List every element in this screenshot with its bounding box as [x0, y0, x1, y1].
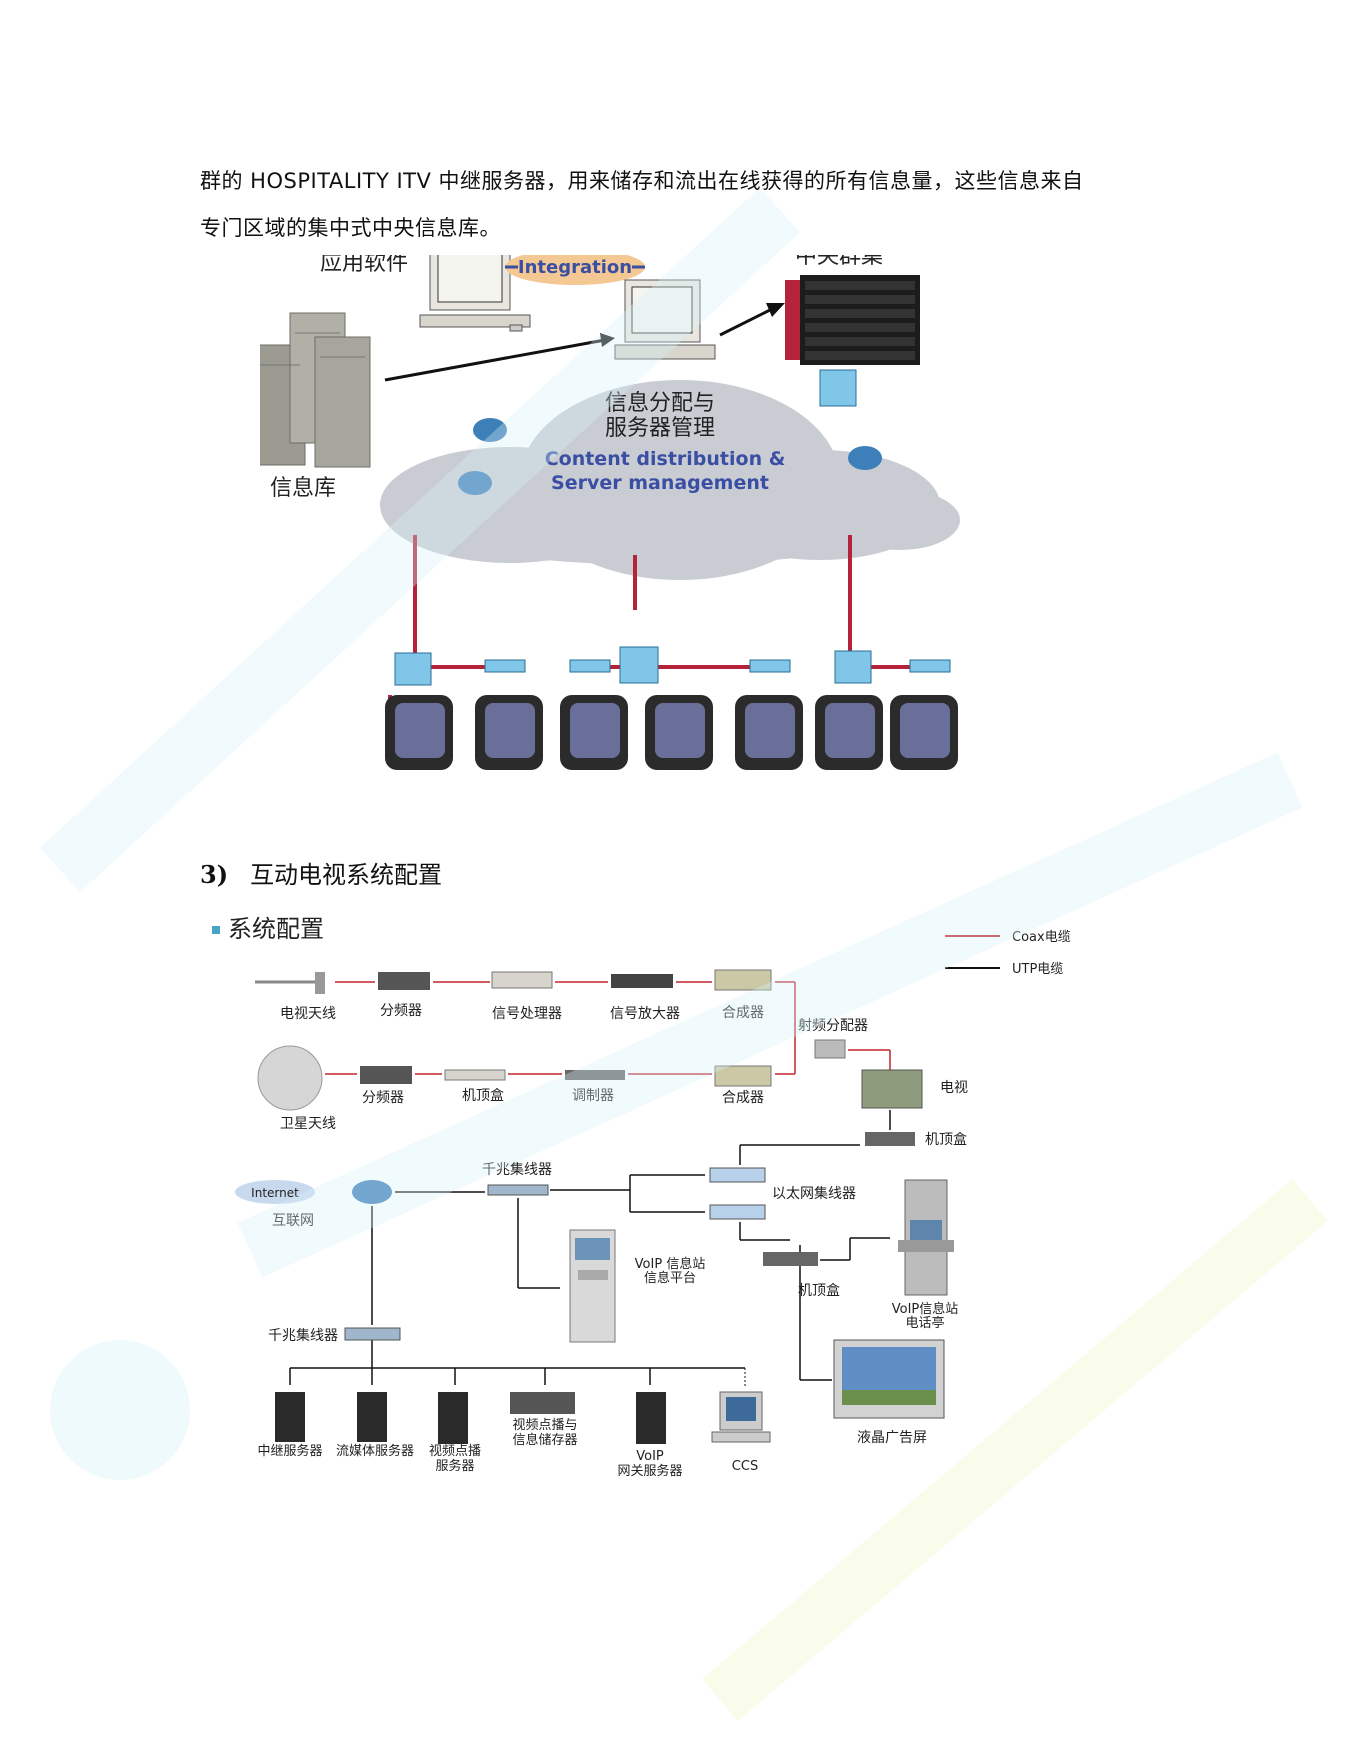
rf-splitter-label: 射频分配器 — [798, 1018, 868, 1034]
lcd-screen-icon — [833, 1339, 945, 1419]
utp-links — [289, 1144, 890, 1385]
integration-badge — [505, 255, 645, 285]
stb-mid-icon — [763, 1252, 818, 1266]
tv-icon — [861, 1069, 923, 1109]
integration-en-label: Integration — [518, 257, 632, 278]
server-label-4a: VoIP — [636, 1449, 664, 1464]
row2-label-1: 分频器 — [362, 1090, 404, 1106]
voip-station-label-1: VoIP 信息站 — [635, 1256, 706, 1272]
central-cluster-label: 中央群集 — [795, 255, 883, 269]
voip-kiosk-icon — [569, 1229, 616, 1343]
router-icon — [848, 446, 882, 470]
arrow-pc-to-cluster — [719, 308, 771, 337]
arrow-db-to-pc — [384, 338, 606, 382]
cloud-cn-label-2: 服务器管理 — [605, 416, 715, 441]
section-heading: 3) 互动电视系统配置 — [200, 855, 442, 890]
stb-top-icon — [865, 1132, 915, 1146]
server-label-0: 中继服务器 — [257, 1443, 322, 1459]
server-label-2a: 视频点播 — [429, 1444, 481, 1459]
router-icon — [458, 471, 492, 495]
cloud-shape — [380, 380, 960, 580]
distribution-pc-icon — [614, 279, 716, 360]
legend-coax-label: Coax电缆 — [1012, 929, 1071, 945]
cloud-cn-label-1: 信息分配与 — [605, 391, 715, 416]
server-label-1: 流媒体服务器 — [336, 1443, 414, 1459]
lcd-screen-label: 液晶广告屏 — [857, 1430, 927, 1446]
figure2-title: 系统配置 — [228, 915, 324, 943]
ethernet-hub-icon — [709, 1167, 766, 1183]
server-label-4b: 网关服务器 — [617, 1463, 682, 1479]
cloud-en-label-1: Content distribution & — [545, 448, 786, 470]
rf-splitter-icon — [814, 1039, 846, 1059]
server-label-5: CCS — [732, 1459, 758, 1474]
row1-label-0: 电视天线 — [280, 1006, 336, 1022]
app-software-pc-icon — [419, 255, 531, 332]
gigabit-hub-top-label: 千兆集线器 — [482, 1161, 552, 1178]
ethernet-hub-icon — [709, 1204, 766, 1220]
voip-booth-label-2: 电话亭 — [905, 1315, 944, 1331]
paragraph-line-2: 专门区域的集中式中央信息库。 — [200, 216, 501, 240]
router-icon — [473, 418, 507, 442]
gigabit-hub-top-icon — [487, 1184, 549, 1196]
server-label-3b: 信息储存器 — [512, 1432, 577, 1448]
network-diagram-figure: 信息库 应用软件 集成 Integration 中央群集 — [260, 255, 960, 770]
internet-cn-label: 互联网 — [272, 1213, 314, 1229]
central-cluster-rack-icon — [785, 275, 920, 365]
cloud-en-label-2: Server management — [551, 472, 769, 494]
row1-label-1: 分频器 — [380, 1003, 422, 1019]
stb-top-label: 机顶盒 — [925, 1131, 967, 1148]
body-paragraph: 群的 HOSPITALITY ITV 中继服务器，用来储存和流出在线获得的所有信… — [200, 158, 1160, 252]
internet-cloud-icon — [235, 1180, 315, 1204]
paragraph-line-1: 群的 HOSPITALITY ITV 中继服务器，用来储存和流出在线获得的所有信… — [200, 169, 1084, 193]
legend-utp-label: UTP电缆 — [1012, 961, 1063, 977]
row1-label-4: 合成器 — [722, 1005, 764, 1021]
row2-label-0: 卫星天线 — [280, 1116, 336, 1132]
database-servers-icon — [260, 312, 371, 468]
tv-sets-row — [385, 695, 958, 770]
row2-label-4: 合成器 — [722, 1090, 764, 1106]
gigabit-hub-bottom-icon — [344, 1327, 401, 1341]
row1-devices — [255, 969, 772, 994]
router-icon — [352, 1180, 392, 1204]
voip-booth-label-1: VoIP信息站 — [892, 1301, 959, 1317]
internet-label: Internet — [251, 1186, 299, 1200]
tv-label: 电视 — [940, 1080, 968, 1096]
database-label: 信息库 — [270, 476, 336, 501]
server-label-2b: 服务器 — [435, 1458, 474, 1474]
access-switches — [394, 646, 951, 686]
row2-coax-links — [325, 1050, 796, 1075]
stb-mid-label: 机顶盒 — [798, 1282, 840, 1299]
row2-devices — [257, 1045, 772, 1111]
ethernet-hub-label: 以太网集线器 — [772, 1185, 856, 1202]
voip-station-label-2: 信息平台 — [644, 1270, 696, 1286]
row2-label-2: 机顶盒 — [462, 1087, 504, 1104]
row1-label-3: 信号放大器 — [610, 1006, 680, 1022]
system-config-figure: 系统配置 Coax电缆 UTP电缆 电视天线 分频器 信号处理器 信号放大器 合… — [212, 915, 1071, 1479]
integration-cn-label: 集成 — [553, 255, 597, 256]
section-number: 3) — [200, 860, 229, 889]
row1-coax-links — [335, 981, 796, 1050]
server-label-3a: 视频点播与 — [512, 1418, 577, 1433]
cluster-switch-icon — [819, 369, 857, 407]
server-icons — [275, 1391, 771, 1444]
row1-label-2: 信号处理器 — [492, 1006, 562, 1022]
gigabit-hub-bottom-label: 千兆集线器 — [268, 1327, 338, 1344]
voip-booth-icon — [898, 1179, 954, 1296]
section-title: 互动电视系统配置 — [250, 861, 443, 889]
title-bullet-icon — [212, 926, 220, 934]
row2-label-3: 调制器 — [572, 1088, 614, 1104]
app-software-label: 应用软件 — [320, 255, 408, 276]
